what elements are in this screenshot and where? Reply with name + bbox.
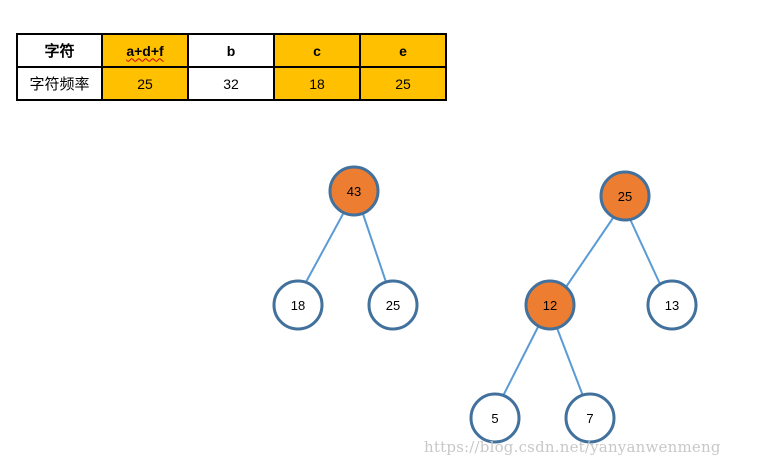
node-right-root: 25 <box>599 170 651 222</box>
right-tree: 25 12 13 5 7 <box>469 170 698 444</box>
node-left-root: 43 <box>328 165 380 217</box>
edge-12-7 <box>556 327 584 397</box>
table-values-row: 字符频率 25 32 18 25 <box>16 66 447 101</box>
row-freq-label: 字符频率 <box>16 66 103 101</box>
node-left-right-label: 25 <box>386 298 400 313</box>
node-right-root-label: 25 <box>618 189 632 204</box>
left-tree: 43 18 25 <box>272 165 419 331</box>
node-right-left-label: 12 <box>543 298 557 313</box>
node-left-right: 25 <box>367 279 419 331</box>
edge-43-25 <box>362 213 387 283</box>
value-adf: 25 <box>101 66 189 101</box>
header-adf-text: a+d+f <box>126 42 164 59</box>
edge-25-13 <box>629 218 661 285</box>
value-e: 25 <box>359 66 447 101</box>
edge-43-18 <box>305 213 344 283</box>
node-right-left-right-label: 7 <box>586 411 593 426</box>
node-right-left-left-label: 5 <box>491 411 498 426</box>
value-c: 18 <box>273 66 361 101</box>
header-b: b <box>187 33 275 68</box>
node-left-root-label: 43 <box>347 184 361 199</box>
edge-12-5 <box>502 326 539 397</box>
node-right-right-label: 13 <box>665 298 679 313</box>
header-adf: a+d+f <box>101 33 189 68</box>
node-left-left: 18 <box>272 279 324 331</box>
value-b: 32 <box>187 66 275 101</box>
node-right-right: 13 <box>646 279 698 331</box>
frequency-table: 字符 a+d+f b c e 字符频率 25 32 18 25 <box>16 33 447 101</box>
header-char-label: 字符 <box>16 33 103 68</box>
node-left-left-label: 18 <box>291 298 305 313</box>
header-c: c <box>273 33 361 68</box>
header-e: e <box>359 33 447 68</box>
node-right-left: 12 <box>524 279 576 331</box>
node-right-left-left: 5 <box>469 392 521 444</box>
node-right-left-right: 7 <box>564 392 616 444</box>
edge-25-12 <box>565 217 614 288</box>
watermark: https://blog.csdn.net/yanyanwenmeng <box>424 438 721 456</box>
table-header-row: 字符 a+d+f b c e <box>16 33 447 68</box>
